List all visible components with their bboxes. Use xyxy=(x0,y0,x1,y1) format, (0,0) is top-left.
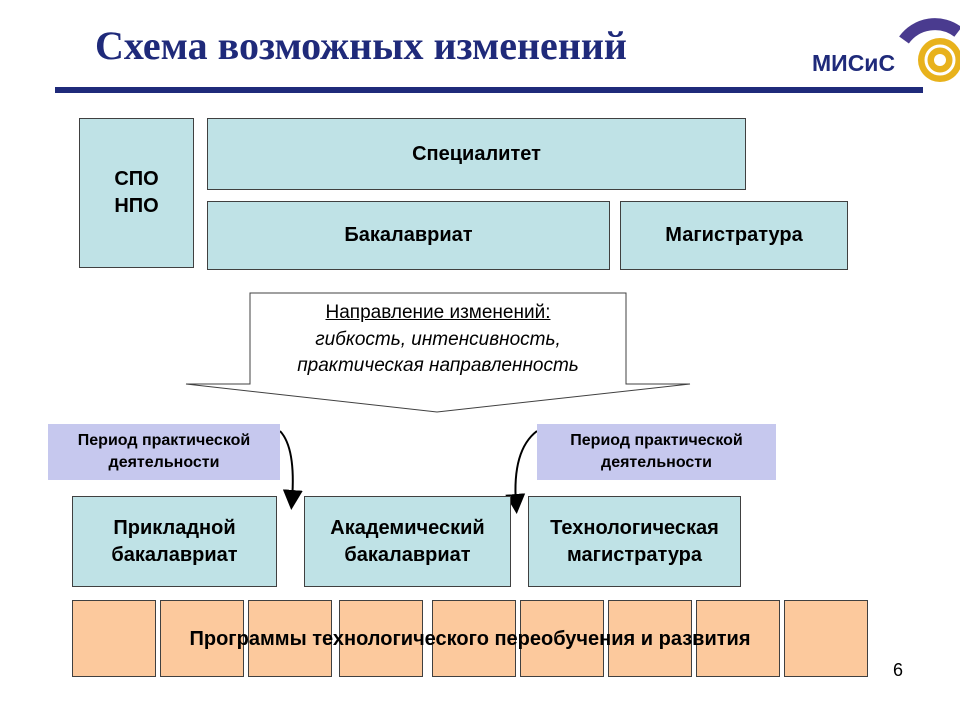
left-period-arrow xyxy=(279,430,303,510)
specialist-label: Специалитет xyxy=(412,142,541,165)
academic-bachelor-line1: Академический xyxy=(330,516,485,539)
npo-label: НПО xyxy=(114,195,159,217)
program-segment xyxy=(784,600,868,677)
tech-master-line2: магистратура xyxy=(566,543,703,566)
spo-npo-box: СПО НПО xyxy=(79,118,194,268)
title-divider xyxy=(55,87,923,93)
period-left-box: Период практической деятельности xyxy=(48,424,280,480)
period-right-box: Период практической деятельности xyxy=(537,424,776,480)
program-segment xyxy=(520,600,604,677)
program-segment xyxy=(432,600,516,677)
right-period-arrow xyxy=(505,430,538,514)
callout-line2: практическая направленность xyxy=(297,355,579,377)
applied-bachelor-line1: Прикладной xyxy=(113,516,236,539)
period-left-line2: деятельности xyxy=(108,454,220,471)
bachelor-label: Бакалавриат xyxy=(344,224,473,246)
tech-master-line1: Технологическая xyxy=(550,516,719,539)
bachelor-box: Бакалавриат xyxy=(207,201,610,270)
direction-callout: Направление изменений: гибкость, интенси… xyxy=(250,300,626,380)
specialist-box: Специалитет xyxy=(207,118,746,190)
academic-bachelor-box: Академический бакалавриат xyxy=(304,496,511,587)
slide-title: Схема возможных изменений xyxy=(95,23,627,68)
program-segment xyxy=(608,600,692,677)
spo-label: СПО xyxy=(114,168,159,190)
programs-label: Программы технологического переобучения … xyxy=(189,628,751,650)
misis-logo-icon xyxy=(899,18,960,82)
academic-bachelor-line2: бакалавриат xyxy=(344,543,471,566)
master-box: Магистратура xyxy=(620,201,848,270)
master-label: Магистратура xyxy=(665,224,803,246)
applied-bachelor-box: Прикладной бакалавриат xyxy=(72,496,277,587)
tech-master-box: Технологическая магистратура xyxy=(528,496,741,587)
slide-number: 6 xyxy=(893,660,904,680)
direction-callout-shape xyxy=(185,292,691,413)
period-right-line1: Период практической xyxy=(570,431,743,449)
callout-line1: гибкость, интенсивность, xyxy=(315,328,561,350)
logo-text: МИСиС xyxy=(812,50,896,76)
program-segment xyxy=(696,600,780,677)
period-left-line1: Период практической xyxy=(77,431,251,449)
callout-heading: Направление изменений: xyxy=(325,302,551,323)
program-segment xyxy=(160,600,244,677)
program-segment xyxy=(72,600,156,677)
applied-bachelor-line2: бакалавриат xyxy=(111,543,238,566)
program-segment xyxy=(248,600,332,677)
period-right-line2: деятельности xyxy=(601,454,712,471)
program-segment xyxy=(339,600,423,677)
